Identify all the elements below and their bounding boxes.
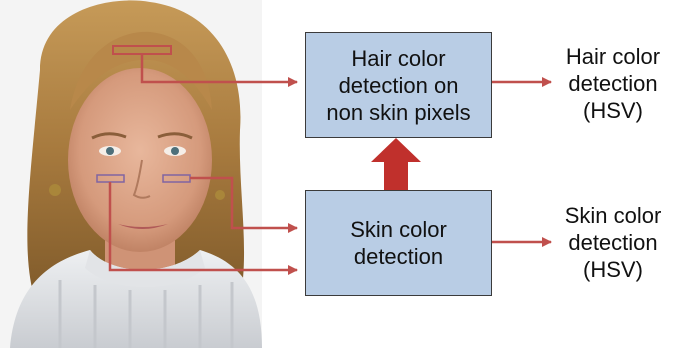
- hair-output-line-2: detection: [550, 70, 676, 97]
- skin-output-line-3: (HSV): [550, 256, 676, 283]
- skin-output-line-2: detection: [550, 229, 676, 256]
- hair-box-line-3: non skin pixels: [326, 99, 470, 126]
- skin-box-line-1: Skin color: [350, 216, 447, 243]
- hair-detection-box: Hair color detection on non skin pixels: [305, 32, 492, 138]
- hair-box-line-2: detection on: [339, 72, 459, 99]
- hair-output-line-1: Hair color: [550, 43, 676, 70]
- skin-output-label: Skin color detection (HSV): [550, 202, 676, 283]
- skin-to-hair-arrow: [371, 138, 421, 190]
- hair-box-line-1: Hair color: [351, 45, 445, 72]
- skin-box-line-2: detection: [354, 243, 443, 270]
- skin-detection-box: Skin color detection: [305, 190, 492, 296]
- hair-output-line-3: (HSV): [550, 97, 676, 124]
- skin-output-line-1: Skin color: [550, 202, 676, 229]
- portrait-photo: [0, 0, 262, 348]
- hair-output-label: Hair color detection (HSV): [550, 43, 676, 124]
